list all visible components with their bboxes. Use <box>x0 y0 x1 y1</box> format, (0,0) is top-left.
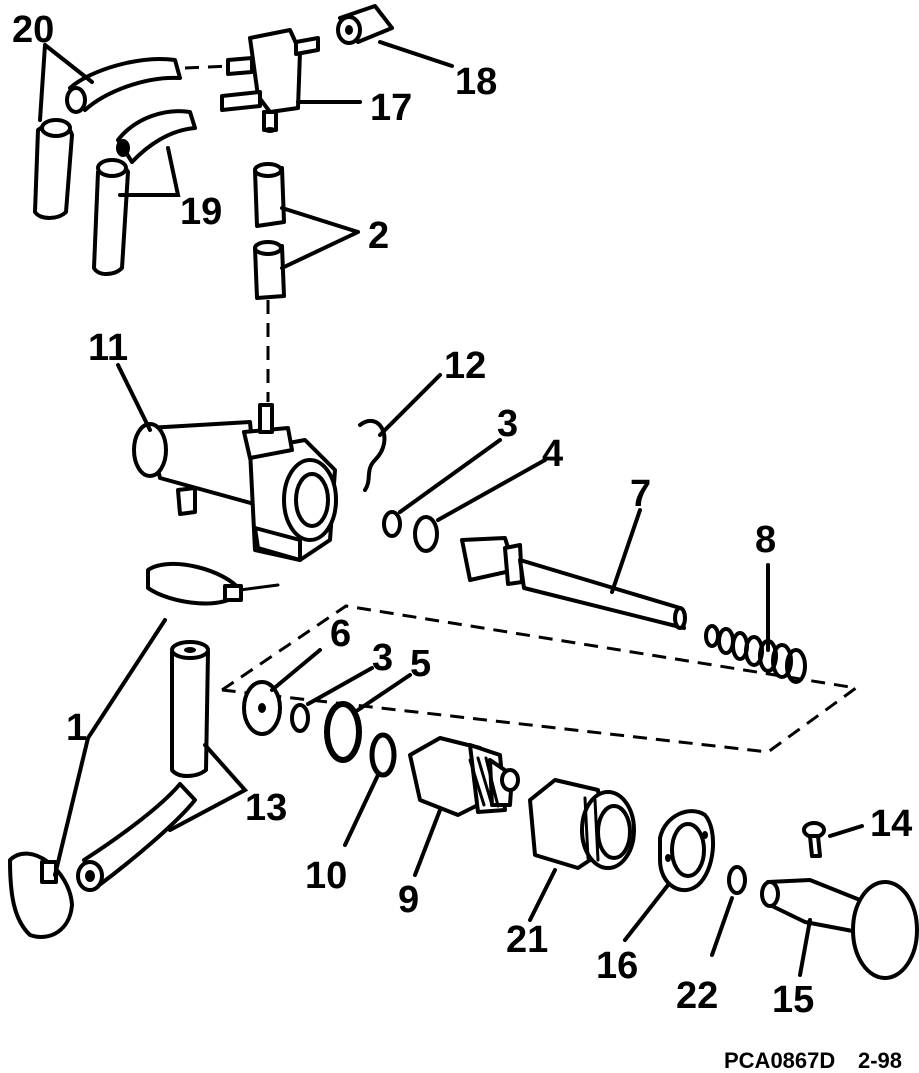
leader-3-lower <box>306 666 374 706</box>
retaining-nut-21 <box>528 778 636 870</box>
leader-22 <box>710 896 734 957</box>
plunger-7 <box>460 536 687 630</box>
spring-8 <box>704 624 807 684</box>
sleeve-2-upper <box>253 162 286 228</box>
o-ring-10 <box>369 732 397 778</box>
leader-12 <box>378 373 442 437</box>
label-2: 2 <box>368 215 389 257</box>
label-3-lower: 3 <box>372 637 393 679</box>
assembly-boundary <box>221 604 860 754</box>
leader-3-upper <box>398 438 502 514</box>
leader-19 <box>118 146 181 197</box>
knob-15 <box>760 878 919 980</box>
o-ring-3-upper <box>382 510 402 538</box>
label-11: 11 <box>88 327 128 369</box>
washer-6 <box>242 680 282 736</box>
label-15: 15 <box>772 979 814 1021</box>
figure-code: PCA0867D <box>724 1048 835 1073</box>
leader-21 <box>528 868 557 922</box>
cap-18 <box>336 4 394 45</box>
label-7: 7 <box>630 473 651 515</box>
snap-ring-12 <box>358 418 387 492</box>
page-number: 2-98 <box>858 1048 902 1073</box>
label-10: 10 <box>305 855 347 897</box>
leader-9 <box>413 808 442 877</box>
leader-5 <box>356 673 412 712</box>
o-ring-3-lower <box>290 703 310 733</box>
t-fitting-17 <box>184 28 320 133</box>
thermostat-housing-11 <box>132 403 338 562</box>
hose-19-lower <box>92 158 130 276</box>
hose-13-upper <box>170 640 210 778</box>
o-ring-5 <box>324 701 362 763</box>
hose-13-lower <box>76 782 197 892</box>
o-ring-22 <box>727 865 747 895</box>
leader-2 <box>280 206 360 270</box>
label-8: 8 <box>755 519 776 561</box>
label-3-upper: 3 <box>497 403 518 445</box>
grommet-16 <box>658 809 716 892</box>
label-17: 17 <box>370 87 412 129</box>
label-13: 13 <box>245 787 287 829</box>
o-ring-4 <box>413 515 439 553</box>
clamp-1-upper <box>146 561 280 606</box>
label-20: 20 <box>12 9 54 51</box>
label-21: 21 <box>506 919 548 961</box>
valve-body-9 <box>408 736 520 817</box>
label-4: 4 <box>542 433 563 475</box>
leader-14 <box>828 824 864 838</box>
leader-18 <box>378 40 454 68</box>
leader-13 <box>168 743 249 832</box>
label-1: 1 <box>66 707 87 749</box>
leader-10 <box>343 773 380 847</box>
label-5: 5 <box>410 643 431 685</box>
hose-20-lower <box>33 118 74 220</box>
leader-20 <box>38 43 94 122</box>
label-19: 19 <box>180 191 222 233</box>
label-14: 14 <box>870 803 912 845</box>
label-16: 16 <box>596 945 638 987</box>
hose-19-upper <box>116 109 197 164</box>
leader-11 <box>116 363 152 432</box>
leader-6 <box>270 648 322 692</box>
clamp-1-lower <box>8 851 74 939</box>
leader-7 <box>610 508 642 594</box>
label-22: 22 <box>676 975 718 1017</box>
hose-20-upper <box>65 57 182 114</box>
leader-15 <box>798 918 812 977</box>
label-9: 9 <box>398 879 419 921</box>
leader-1 <box>53 618 167 877</box>
label-6: 6 <box>330 613 351 655</box>
leader-4 <box>436 458 547 522</box>
screw-14 <box>802 821 826 858</box>
label-18: 18 <box>455 61 497 103</box>
label-12: 12 <box>444 345 486 387</box>
sleeve-2-lower <box>253 240 286 300</box>
leader-16 <box>623 883 670 942</box>
